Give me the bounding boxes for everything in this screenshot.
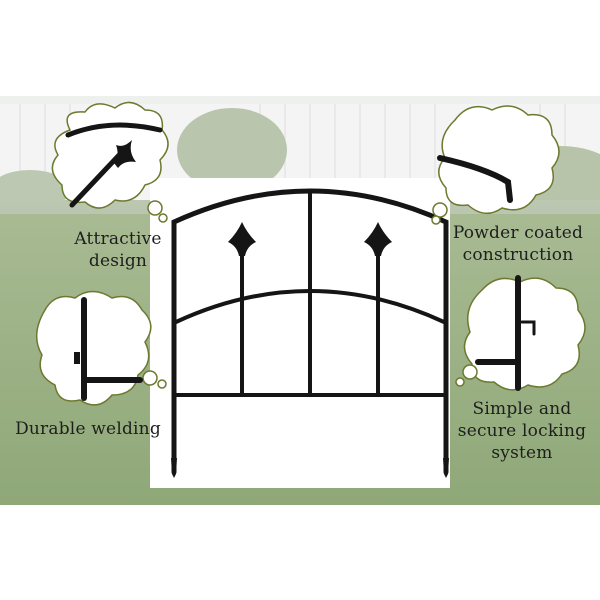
callout-attractive-design-line2: design [88, 251, 148, 271]
fleur-finial-left [228, 222, 256, 256]
garden-fence [171, 188, 449, 475]
fleur-finial-right [364, 222, 392, 256]
closeup-finial [114, 140, 136, 168]
callout-locking-system-line2: secure locking [457, 421, 587, 441]
background-shrub [177, 108, 287, 192]
background-shrub [0, 170, 70, 210]
callout-durable-welding-line1: Durable welding [15, 419, 161, 439]
detail-bubble-powder-coated [431, 105, 560, 225]
closeup-lock-hook [520, 320, 536, 336]
fence-ground-spike-right [443, 458, 449, 478]
closeup-coated-bar [437, 155, 513, 203]
closeup-picket [69, 149, 125, 208]
callout-durable-welding: Durable welding [8, 418, 168, 440]
detail-bubble-durable-welding [36, 290, 167, 406]
callout-powder-coated-line2: construction [462, 245, 574, 265]
closeup-arch-bar [65, 122, 163, 138]
callout-attractive-design: Attractive design [68, 228, 168, 272]
callout-attractive-design-line1: Attractive [74, 229, 162, 249]
callout-locking-system-line1: Simple and [472, 399, 572, 419]
callout-powder-coated-line1: Powder coated [452, 223, 584, 243]
fence-ground-spike-left [171, 458, 177, 478]
fence-panel-background [150, 178, 450, 488]
callout-locking-system: Simple and secure locking system [452, 398, 592, 464]
callout-locking-system-line3: system [491, 443, 553, 463]
closeup-weld-tab [74, 352, 80, 364]
callout-powder-coated: Powder coated construction [448, 222, 588, 266]
